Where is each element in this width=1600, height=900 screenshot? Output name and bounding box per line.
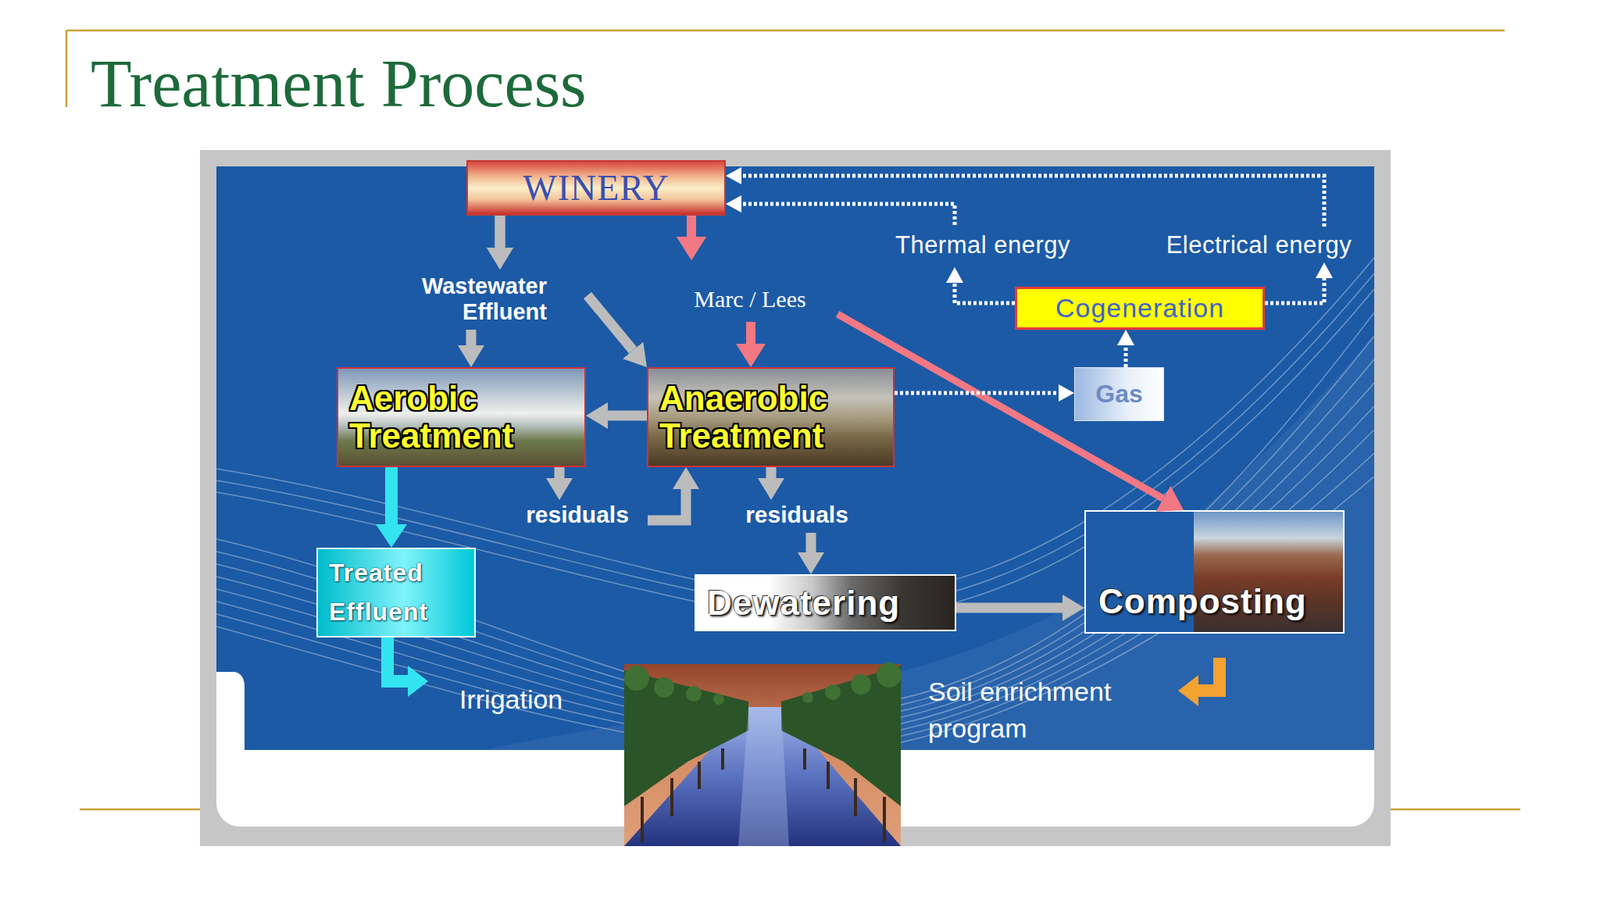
flow-arrow (691, 215, 1164, 499)
rule-line (66, 29, 1505, 33)
arrow-segment (647, 489, 686, 521)
panel-notch (216, 671, 245, 750)
irrigation-arrow-head (407, 665, 429, 697)
process-box: Aerobic Treatment (336, 367, 586, 468)
photo-sky (624, 664, 901, 847)
arrow-segment (587, 295, 633, 350)
vine-foliage (876, 662, 902, 688)
flow-arrow (1125, 345, 1127, 368)
flow-label: Marc / Lees (671, 285, 829, 313)
arrow-segment (894, 391, 1059, 396)
node-label: Aerobic Treatment (338, 379, 585, 456)
vine-foliage (713, 693, 725, 705)
node-label: Cogeneration (1055, 292, 1225, 324)
rule-line (65, 30, 68, 108)
arrow-segment (766, 467, 777, 479)
node-label: Dewatering (696, 583, 900, 623)
flow-arrow (391, 467, 393, 525)
arrow-segment (495, 215, 506, 248)
flow-label: residuals (730, 501, 864, 529)
soil-arrow (1196, 657, 1220, 691)
vine-trunk (640, 796, 644, 843)
arrow-segment (1124, 345, 1129, 368)
use-label: Irrigation (459, 684, 600, 715)
vineyard-photo (624, 662, 902, 847)
arrow-segment (837, 314, 1164, 499)
arrow-segment (741, 203, 955, 225)
arrow-segment (466, 329, 477, 346)
process-box: Anaerobic Treatment (646, 367, 895, 468)
output-box: Treated Effluent (316, 547, 476, 638)
arrow-segment (495, 215, 506, 248)
vine-foliage (850, 674, 872, 695)
flow-arrow (956, 607, 1063, 609)
vine-foliage (685, 685, 702, 702)
vine-trunk (697, 761, 701, 790)
node-label: Anaerobic Treatment (648, 379, 893, 456)
process-box: Cogeneration (1014, 286, 1265, 330)
node-label: WINERY (522, 167, 669, 209)
picture-inner (216, 166, 1375, 827)
arrow-segment (385, 467, 398, 525)
arrow-segment (956, 603, 1063, 614)
arrow-segment (688, 215, 696, 237)
irrigation-arrow (387, 637, 408, 682)
use-label: Soil enrichment program (928, 673, 1179, 747)
flow-label: Electrical energy (1147, 231, 1371, 260)
flow-label: residuals (510, 501, 644, 529)
soil-arrow-head (1178, 675, 1199, 707)
node-label: Gas (1095, 379, 1143, 409)
slide-title: Treatment Process (90, 50, 1029, 118)
photo-path (738, 707, 790, 847)
vine-foliage (802, 692, 814, 704)
vine-trunk (721, 748, 725, 770)
node-label: Composting (1085, 582, 1308, 633)
output-box: Gas (1074, 367, 1165, 422)
vine-row (624, 670, 749, 807)
vine-foliage (825, 684, 841, 700)
vine-row (781, 665, 901, 807)
arrow-segment (806, 532, 817, 553)
arrow-segment (1264, 278, 1325, 304)
arrow-segment (741, 175, 1325, 227)
blue-panel (216, 166, 1375, 750)
arrow-segment (554, 467, 565, 479)
arrow-segment (954, 282, 1015, 304)
source-box: WINERY (466, 160, 726, 216)
flow-label: Thermal energy (877, 231, 1089, 260)
flow-arrow (691, 215, 751, 344)
flow-arrow (894, 392, 1059, 394)
vine-foliage (653, 677, 675, 698)
vine-trunk (670, 778, 674, 817)
arrow-segment (746, 321, 756, 344)
arrow-segment (607, 410, 647, 422)
process-box: Dewatering (694, 574, 957, 632)
flow-label: Wastewater Effluent (390, 273, 547, 326)
process-box: Composting (1084, 510, 1345, 634)
vine-trunk (826, 761, 830, 790)
node-label: Treated Effluent (317, 553, 475, 632)
vine-trunk (803, 748, 807, 770)
wave-band (484, 335, 1375, 750)
vine-trunk (882, 796, 886, 843)
arrow-segment (686, 215, 697, 237)
vine-trunk (853, 778, 858, 817)
vine-foliage (624, 665, 650, 691)
picture-frame (200, 150, 1391, 847)
flow-arrow (607, 415, 647, 417)
